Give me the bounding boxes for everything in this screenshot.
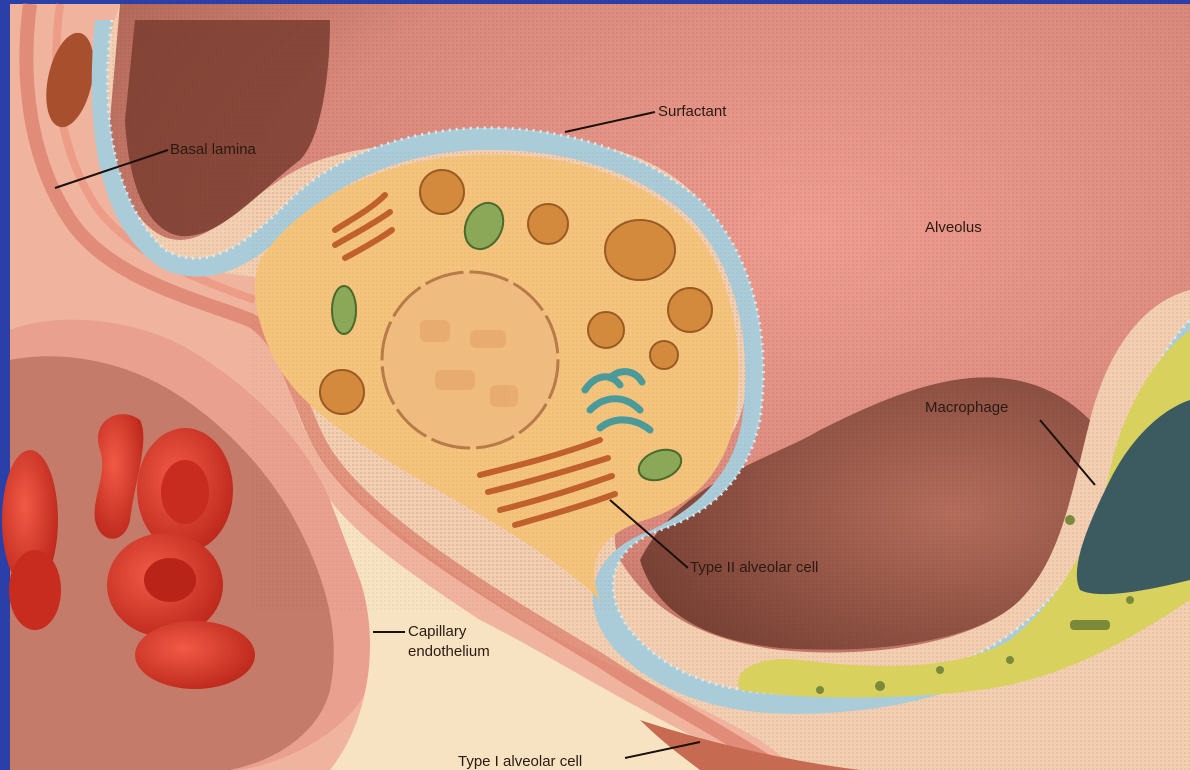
label-type-i-alveolar-cell: Type I alveolar cell xyxy=(458,753,582,770)
label-alveolus: Alveolus xyxy=(925,219,982,236)
label-endothelium: endothelium xyxy=(408,643,490,660)
label-macrophage: Macrophage xyxy=(925,399,1008,416)
label-surfactant: Surfactant xyxy=(658,103,727,120)
label-basal-lamina: Basal lamina xyxy=(170,141,257,158)
label-capillary: Capillary xyxy=(408,623,467,640)
label-type-ii-alveolar-cell: Type II alveolar cell xyxy=(690,559,818,576)
